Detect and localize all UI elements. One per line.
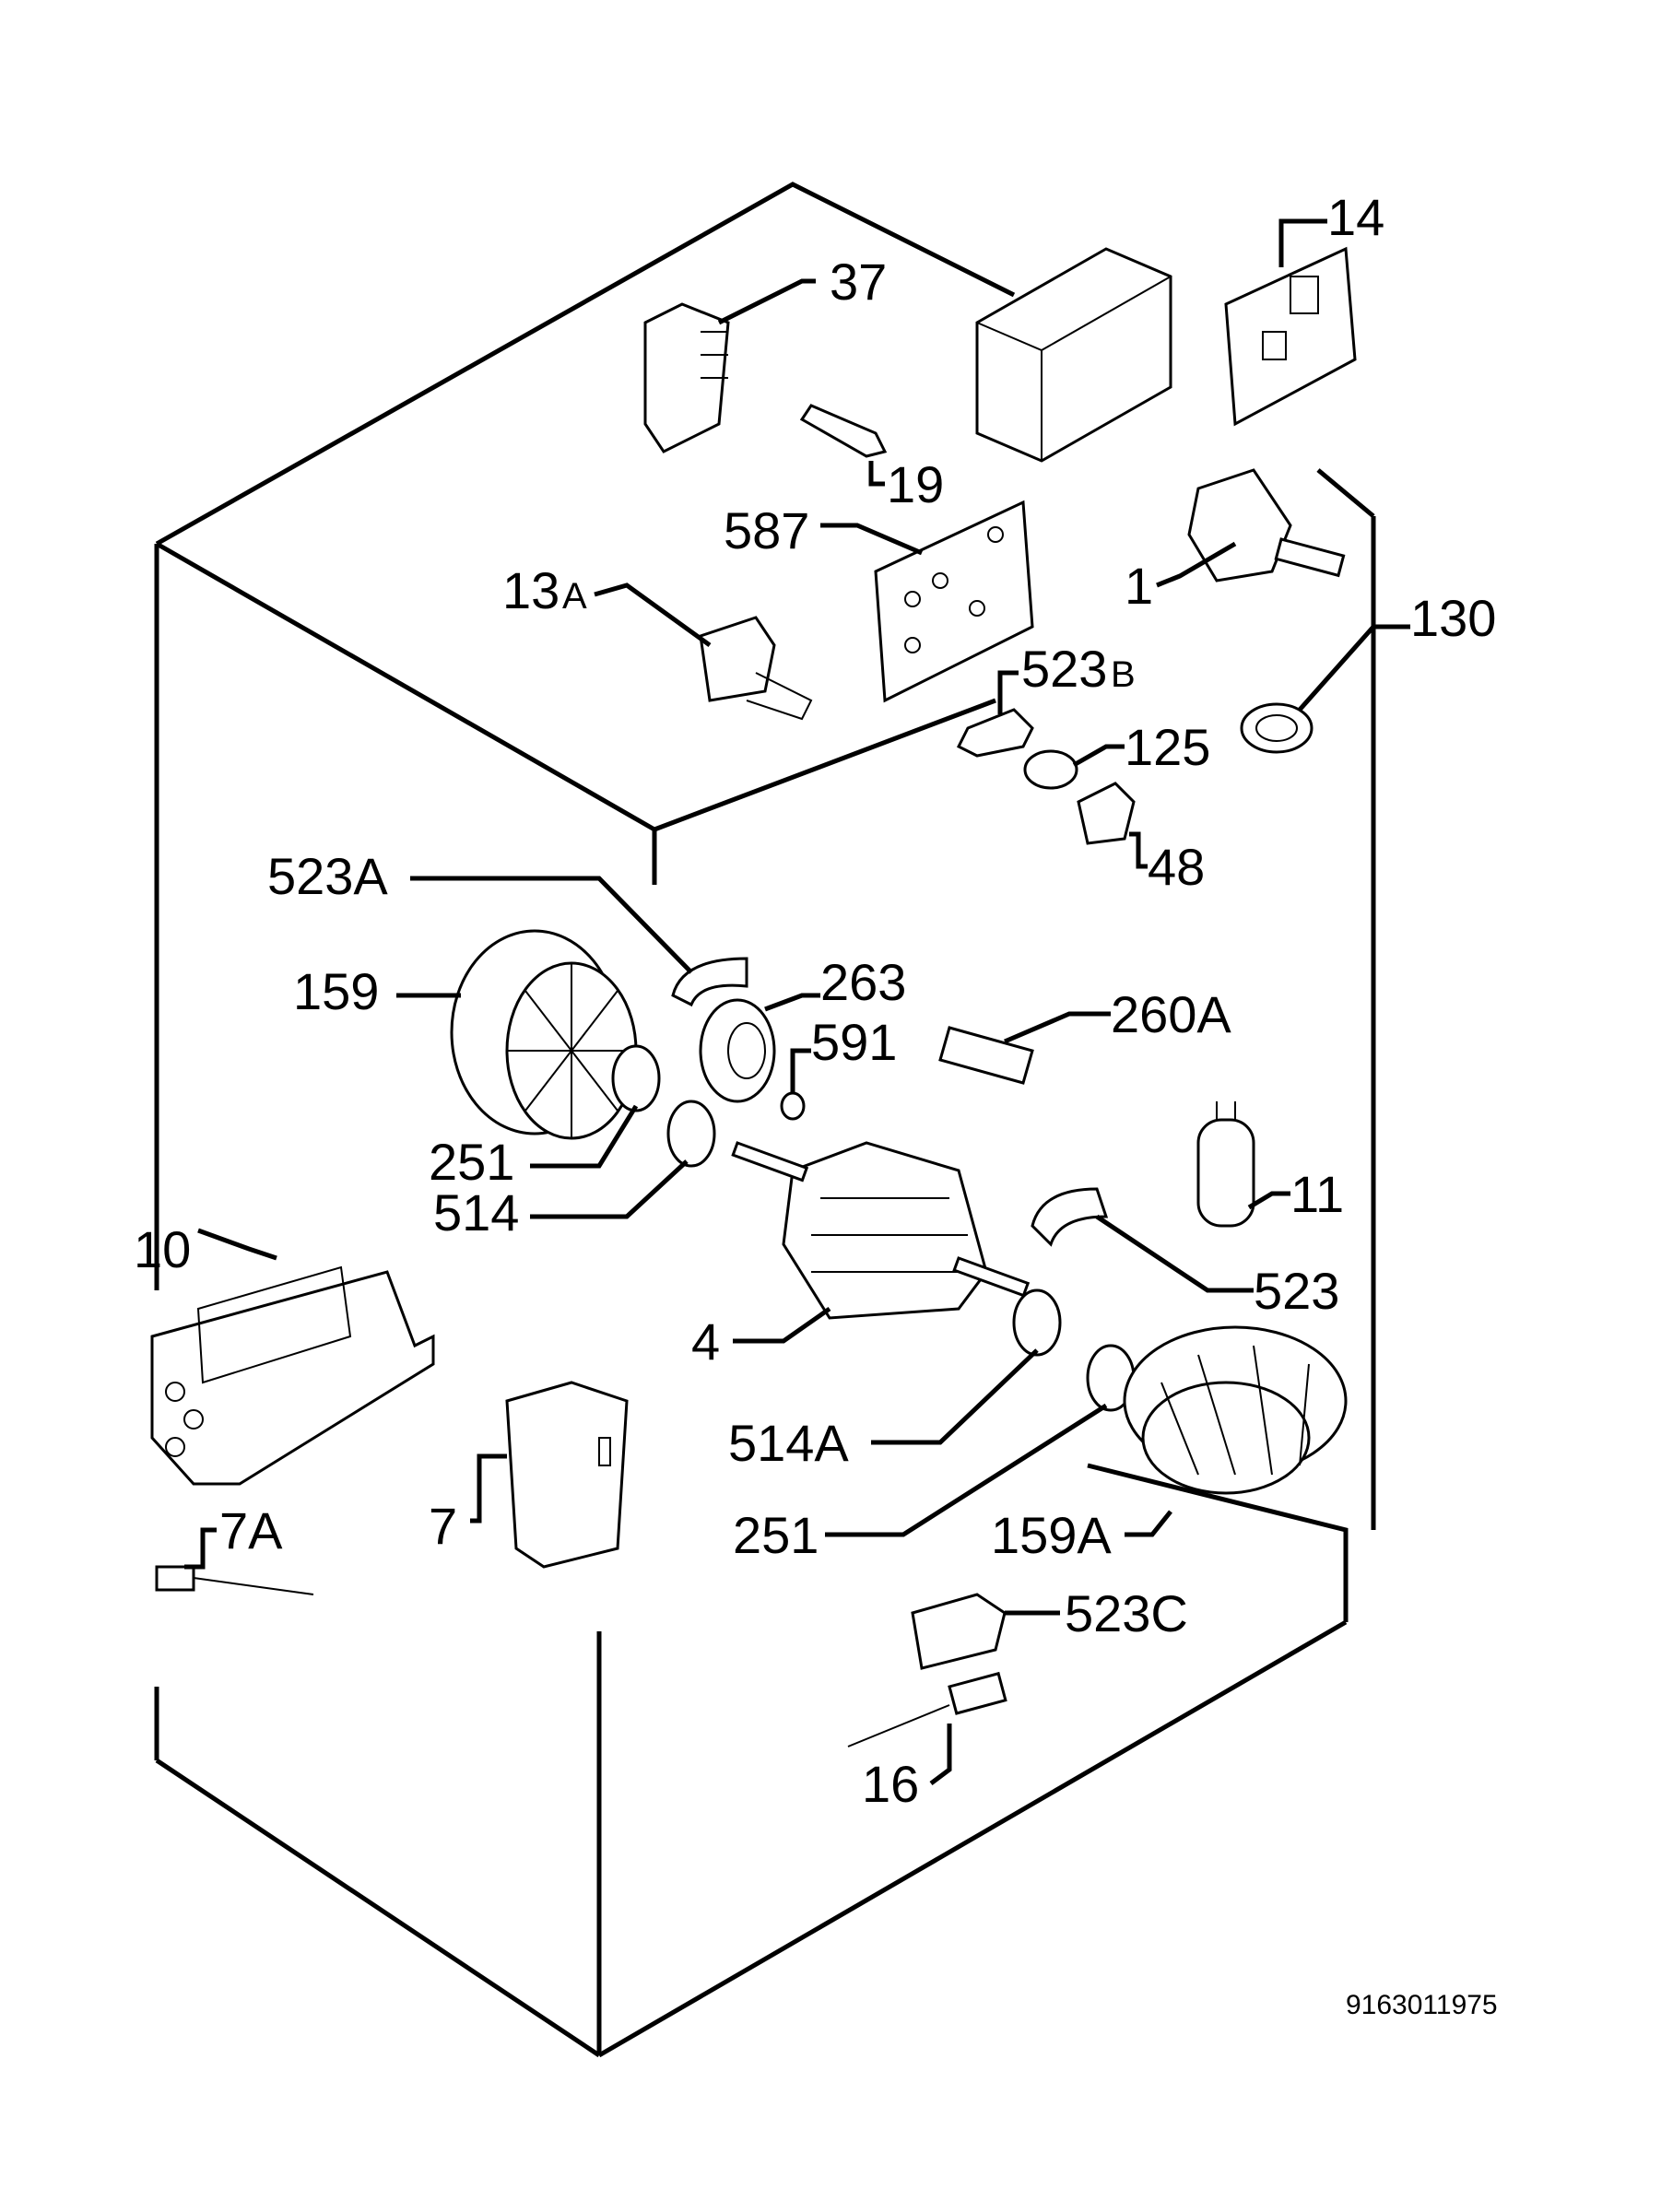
callout-7: 7 xyxy=(429,1497,457,1555)
callout-587: 587 xyxy=(724,501,809,559)
part-159-fan-wheel xyxy=(396,929,638,1140)
callout-251: 251 xyxy=(429,1133,514,1191)
part-10-heater xyxy=(150,1228,435,1486)
part-514-ring xyxy=(530,1100,716,1219)
callout-1: 1 xyxy=(1125,557,1153,615)
part-523a-bearing-clip xyxy=(410,876,748,1007)
part-7-door-lock xyxy=(470,1381,629,1569)
part-1-rotary-switch xyxy=(1156,468,1346,588)
part-523b-bracket xyxy=(956,670,1034,758)
callout-251-right: 251 xyxy=(733,1506,819,1564)
callout-19: 19 xyxy=(887,455,944,513)
callout-13a: 13 xyxy=(502,561,560,619)
part-13a-connector xyxy=(594,582,813,721)
part-48-thermostat xyxy=(1077,782,1148,869)
callout-523b: 523 xyxy=(1021,640,1107,698)
callout-523c: 523C xyxy=(1065,1584,1188,1642)
part-130-gasket xyxy=(1240,624,1410,754)
part-523-bearing-clip xyxy=(1031,1187,1254,1293)
callout-263: 263 xyxy=(820,953,906,1011)
part-14-control-module xyxy=(975,218,1357,463)
callout-10: 10 xyxy=(134,1220,191,1278)
callout-13a-suffix: A xyxy=(562,576,587,617)
callout-37: 37 xyxy=(830,253,887,311)
callout-260a: 260A xyxy=(1111,985,1231,1043)
callout-523b-suffix: B xyxy=(1111,654,1136,695)
part-125-clip xyxy=(1023,744,1125,790)
part-587-circuit-board xyxy=(820,500,1034,703)
part-7a-microswitch xyxy=(155,1527,314,1595)
part-523c-bracket xyxy=(911,1593,1060,1670)
callout-159: 159 xyxy=(293,962,379,1020)
part-251-ring xyxy=(530,1044,661,1169)
callout-514: 514 xyxy=(433,1183,519,1241)
callout-7a: 7A xyxy=(219,1501,283,1559)
part-11-capacitor xyxy=(1196,1101,1290,1228)
drawing-reference-number: 9163011975 xyxy=(1346,1990,1498,2020)
callout-16: 16 xyxy=(862,1755,919,1813)
part-159a-blower-wheel xyxy=(1123,1325,1348,1537)
callout-159a: 159A xyxy=(991,1506,1112,1564)
part-37-bracket xyxy=(643,278,816,453)
callout-514a: 514A xyxy=(728,1414,849,1472)
part-4-motor xyxy=(731,1141,1031,1344)
part-514a-ring xyxy=(871,1288,1062,1445)
callout-523a: 523A xyxy=(267,847,388,905)
part-591-washer xyxy=(780,1048,811,1121)
callout-48: 48 xyxy=(1148,838,1205,896)
part-19-sensor xyxy=(799,404,888,487)
callout-523: 523 xyxy=(1254,1262,1339,1320)
callout-14: 14 xyxy=(1327,188,1384,246)
callout-11: 11 xyxy=(1290,1165,1344,1223)
cabinet-outline xyxy=(154,182,1376,2058)
callout-591: 591 xyxy=(811,1013,897,1071)
part-16-switch xyxy=(847,1671,1007,1785)
part-260a-spring xyxy=(938,1011,1111,1085)
callout-130: 130 xyxy=(1410,589,1496,647)
callout-4: 4 xyxy=(691,1312,720,1371)
callout-125: 125 xyxy=(1125,718,1210,776)
part-263-pulley xyxy=(699,993,820,1103)
